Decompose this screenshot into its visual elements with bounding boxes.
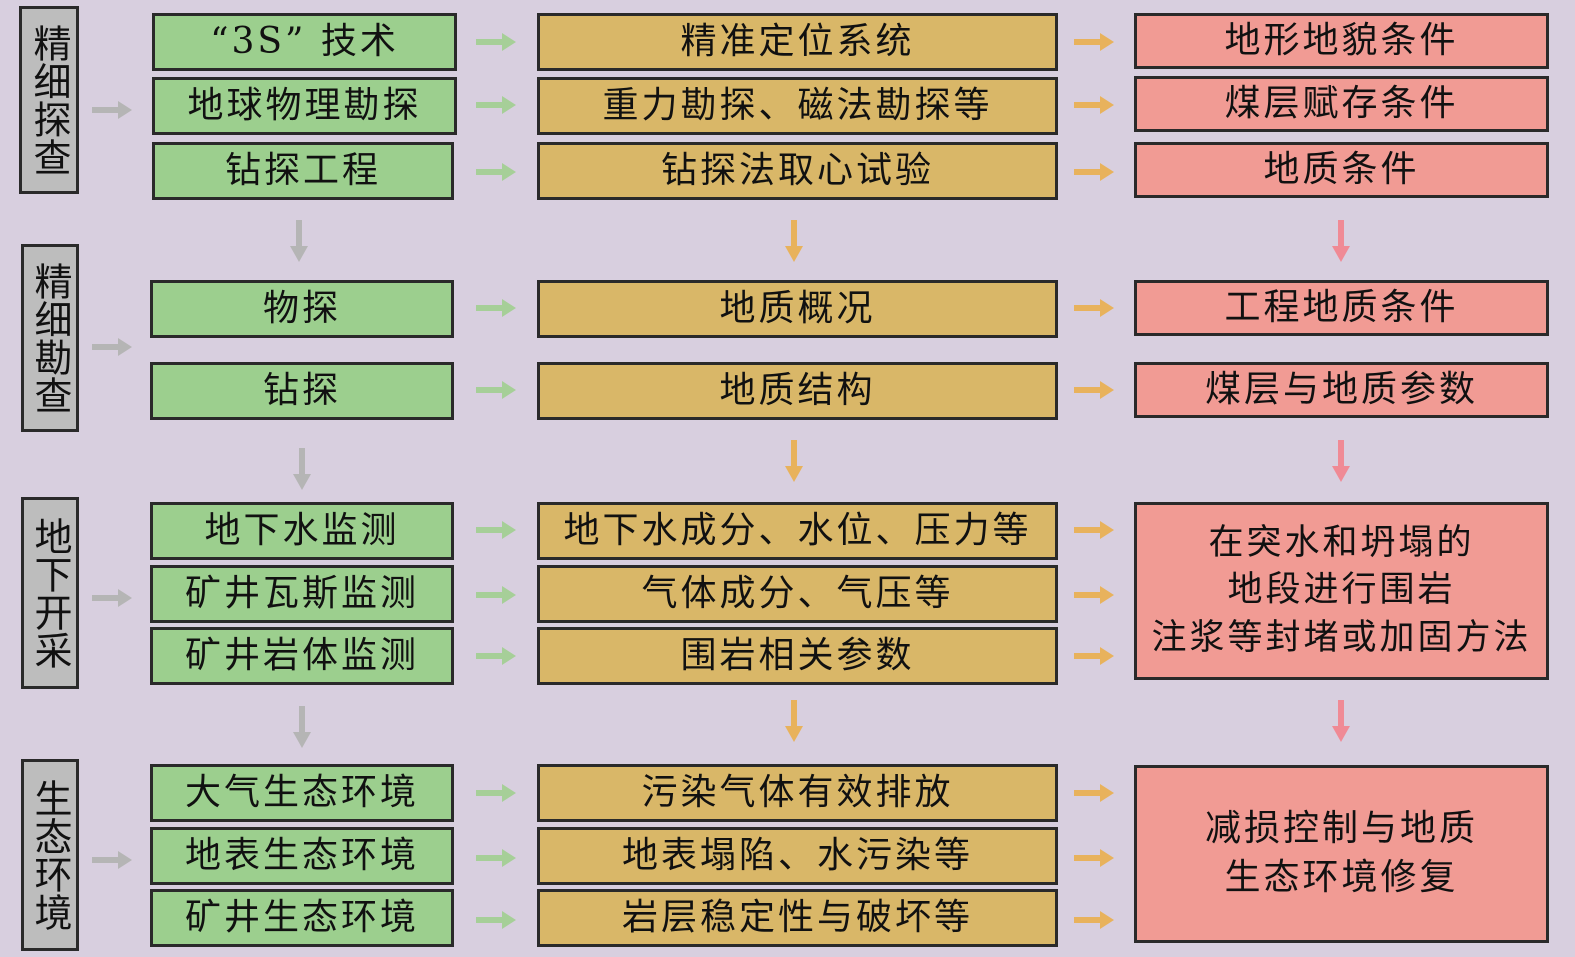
content-geological-overview: 地质概况 — [537, 280, 1058, 338]
result-topography: 地形地貌条件 — [1134, 13, 1549, 69]
content-rock-params: 围岩相关参数 — [537, 627, 1058, 685]
result-engineering-geology: 工程地质条件 — [1134, 280, 1549, 336]
method-arrow-8 — [476, 784, 516, 802]
content-arrow-5 — [1074, 521, 1114, 539]
method-mine-ecology: 矿井生态环境 — [150, 889, 454, 947]
result-coal-parameters: 煤层与地质参数 — [1134, 362, 1549, 418]
method-geophysical: 物探 — [150, 280, 454, 338]
result-geological-conditions: 地质条件 — [1134, 142, 1549, 198]
content-core-test: 钻探法取心试验 — [537, 142, 1058, 200]
content-arrow-1 — [1074, 96, 1114, 114]
method-arrow-4 — [476, 381, 516, 399]
content-gas-params: 气体成分、气压等 — [537, 565, 1058, 623]
method-arrow-6 — [476, 586, 516, 604]
content-arrow-3 — [1074, 299, 1114, 317]
method-arrow-9 — [476, 849, 516, 867]
down-arrow-content-0 — [785, 220, 803, 262]
method-arrow-0 — [476, 33, 516, 51]
down-arrow-result-1 — [1332, 440, 1350, 482]
method-geophysical-prospecting: 地球物理勘探 — [152, 77, 457, 135]
content-arrow-0 — [1074, 33, 1114, 51]
method-arrow-3 — [476, 299, 516, 317]
down-arrow-method-2 — [293, 706, 311, 748]
method-groundwater-monitoring: 地下水监测 — [150, 502, 454, 560]
side-arrow-3 — [92, 851, 132, 869]
method-arrow-1 — [476, 96, 516, 114]
content-arrow-7 — [1074, 647, 1114, 665]
content-gas-emission: 污染气体有效排放 — [537, 764, 1058, 822]
method-arrow-10 — [476, 911, 516, 929]
content-precise-positioning: 精准定位系统 — [537, 13, 1058, 71]
down-arrow-content-2 — [785, 700, 803, 742]
method-arrow-7 — [476, 647, 516, 665]
method-arrow-2 — [476, 163, 516, 181]
content-arrow-10 — [1074, 911, 1114, 929]
side-arrow-0 — [92, 101, 132, 119]
content-strata-stability: 岩层稳定性与破坏等 — [537, 889, 1058, 947]
side-arrow-2 — [92, 589, 132, 607]
content-arrow-4 — [1074, 381, 1114, 399]
down-arrow-result-0 — [1332, 220, 1350, 262]
content-gravity-magnetic: 重力勘探、磁法勘探等 — [537, 77, 1058, 135]
result-ecological-restoration: 减损控制与地质生态环境修复 — [1134, 765, 1549, 943]
stage-label-detailed-survey: 精细勘查 — [21, 244, 79, 432]
down-arrow-result-2 — [1332, 700, 1350, 742]
method-arrow-5 — [476, 521, 516, 539]
result-grouting-reinforcement: 在突水和坍塌的地段进行围岩注浆等封堵或加固方法 — [1134, 502, 1549, 680]
side-arrow-1 — [92, 338, 132, 356]
content-arrow-9 — [1074, 849, 1114, 867]
content-geological-structure: 地质结构 — [537, 362, 1058, 420]
stage-label-ecological-environment: 生态环境 — [21, 759, 79, 951]
method-atmospheric-ecology: 大气生态环境 — [150, 764, 454, 822]
stage-label-detailed-exploration: 精细探查 — [19, 6, 79, 194]
method-rock-monitoring: 矿井岩体监测 — [150, 627, 454, 685]
method-drilling-engineering: 钻探工程 — [152, 142, 454, 200]
method-3s-technology: “3S” 技术 — [152, 13, 457, 71]
down-arrow-method-1 — [293, 448, 311, 490]
down-arrow-method-0 — [290, 220, 308, 262]
stage-label-underground-mining: 地下开采 — [21, 497, 79, 689]
content-surface-subsidence: 地表塌陷、水污染等 — [537, 827, 1058, 885]
method-drilling: 钻探 — [150, 362, 454, 420]
down-arrow-content-1 — [785, 440, 803, 482]
content-arrow-8 — [1074, 784, 1114, 802]
content-arrow-6 — [1074, 586, 1114, 604]
result-coal-occurrence: 煤层赋存条件 — [1134, 76, 1549, 132]
method-surface-ecology: 地表生态环境 — [150, 827, 454, 885]
content-arrow-2 — [1074, 163, 1114, 181]
method-gas-monitoring: 矿井瓦斯监测 — [150, 565, 454, 623]
content-groundwater-params: 地下水成分、水位、压力等 — [537, 502, 1058, 560]
